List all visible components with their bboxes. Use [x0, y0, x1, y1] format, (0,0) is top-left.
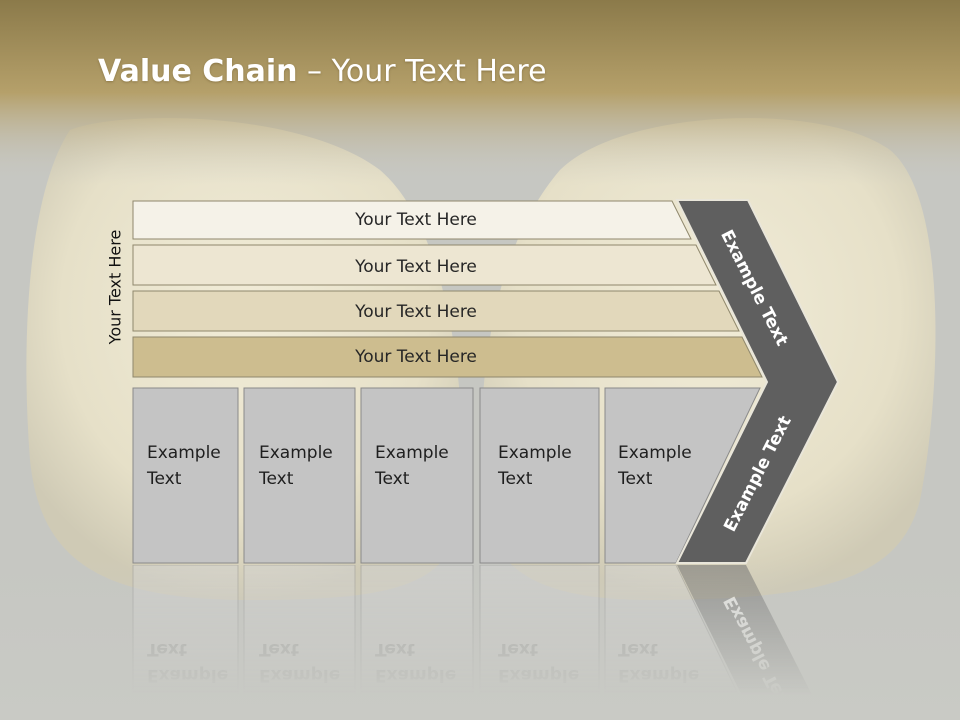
reflection: Example Text Example Text Example Text E…: [132, 564, 825, 720]
box-4: Example Text: [479, 387, 600, 564]
reflection-box-5-line1: Example: [618, 665, 699, 685]
row-1-shape: [132, 200, 692, 240]
chevron-shape: [675, 199, 840, 564]
title-rest: – Your Text Here: [297, 54, 547, 89]
reflection-box-4-line2: Text: [498, 639, 538, 659]
row-4-shape: [132, 336, 763, 378]
row-3-shape: [132, 290, 740, 332]
row-2: Your Text Here: [132, 244, 717, 286]
reflection-box-1-line1: Example: [147, 665, 228, 685]
box-1-shape: [132, 387, 239, 564]
reflection-box-1-line2: Text: [147, 639, 187, 659]
row-2-label: Your Text Here: [354, 257, 477, 277]
box-2: Example Text: [243, 387, 356, 564]
reflection-box-1: [132, 564, 239, 720]
row-4-label: Your Text Here: [354, 347, 477, 367]
reflection-box-5-line2: Text: [618, 639, 658, 659]
box-4-shape: [479, 387, 600, 564]
reflection-box-2-line1: Example: [259, 665, 340, 685]
box-1-line1: Example: [147, 443, 221, 463]
box-2-line1: Example: [259, 443, 333, 463]
row-3-label: Your Text Here: [354, 302, 477, 322]
reflection-box-4-line1: Example: [498, 665, 579, 685]
slide-title: Value Chain – Your Text Here: [98, 54, 547, 89]
box-1: Example Text: [132, 387, 239, 564]
row-3: Your Text Here: [132, 290, 740, 332]
reflection-box-3: [360, 564, 474, 720]
box-4-line1: Example: [498, 443, 572, 463]
reflection-box-3-line2: Text: [375, 639, 415, 659]
reflection-chevron: [677, 565, 825, 720]
row-1-label: Your Text Here: [354, 210, 477, 230]
row-2-shape: [132, 244, 717, 286]
box-5-line1: Example: [618, 443, 692, 463]
reflection-box-2-line2: Text: [259, 639, 299, 659]
box-1-line2: Text: [146, 469, 182, 489]
reflection-box-5: [604, 564, 751, 720]
title-bold: Value Chain: [98, 54, 298, 89]
reflection-box-2: [243, 564, 356, 720]
box-4-line2: Text: [497, 469, 533, 489]
reflection-box-4: [479, 564, 600, 720]
box-2-line2: Text: [258, 469, 294, 489]
row-1: Your Text Here: [132, 200, 692, 240]
reflection-box-3-line1: Example: [375, 665, 456, 685]
box-3-shape: [360, 387, 474, 564]
box-3: Example Text: [360, 387, 474, 564]
box-3-line2: Text: [374, 469, 410, 489]
box-5-line2: Text: [617, 469, 653, 489]
row-4: Your Text Here: [132, 336, 763, 378]
box-2-shape: [243, 387, 356, 564]
box-3-line1: Example: [375, 443, 449, 463]
